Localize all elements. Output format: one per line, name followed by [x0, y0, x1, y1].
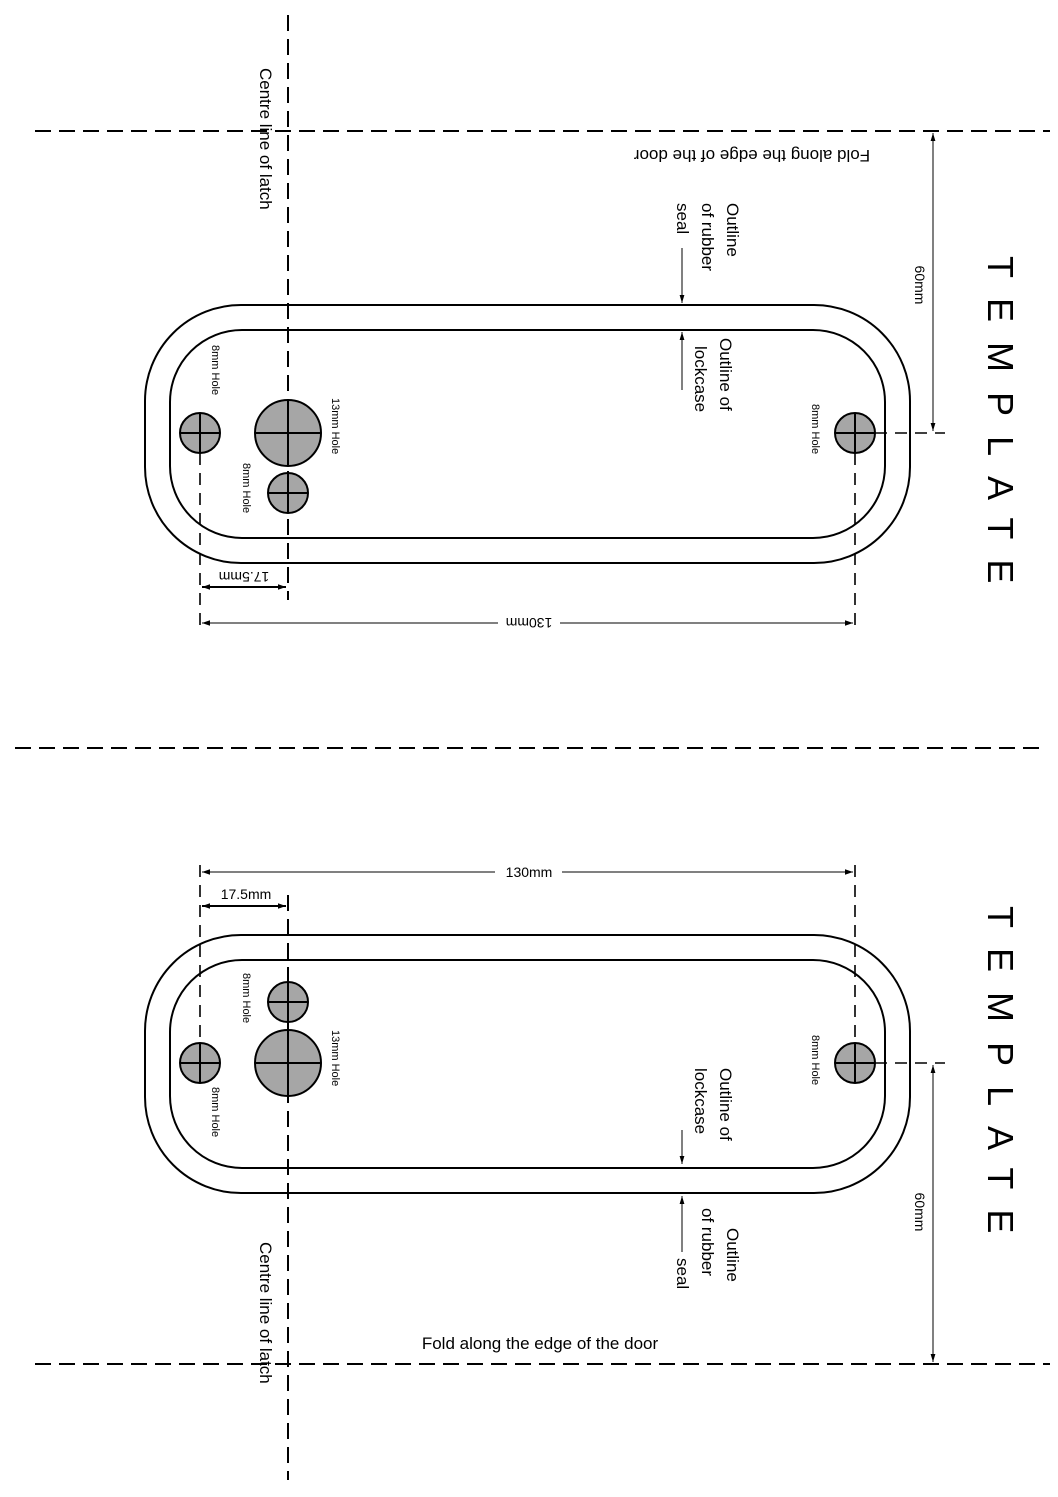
centre-line-label: Centre line of latch — [256, 1242, 275, 1384]
lockcase-outline — [169, 959, 886, 1169]
hole-13mm — [254, 399, 322, 467]
svg-text:Outline: Outline — [723, 203, 742, 257]
hole-label: 8mm Hole — [809, 1035, 821, 1085]
svg-text:Outline of: Outline of — [716, 1068, 735, 1141]
bottom-template: 8mm Hole 13mm Hole 8mm Hole 8mm Hole 130… — [35, 864, 1050, 1480]
hole-label: 8mm Hole — [809, 404, 821, 454]
hole-8mm-right — [834, 1042, 876, 1084]
svg-text:lockcase: lockcase — [691, 346, 710, 412]
hole-13mm — [254, 1029, 322, 1097]
hole-label: 8mm Hole — [240, 463, 252, 513]
svg-text:lockcase: lockcase — [691, 1068, 710, 1134]
hole-8mm-left — [179, 1042, 221, 1084]
rubber-seal-outline — [144, 304, 911, 564]
hole-label: 13mm Hole — [329, 1030, 341, 1086]
top-template: 8mm Hole 13mm Hole 8mm Hole 8mm Hole 17.… — [35, 15, 1050, 631]
template-title: TEMPLATE — [980, 906, 1021, 1253]
template-title: TEMPLATE — [980, 256, 1021, 603]
hole-8mm-left — [179, 412, 221, 454]
backset-dimension-label: 17.5mm — [219, 569, 270, 585]
fold-label: Fold along the edge of the door — [422, 1334, 659, 1353]
hole-label: 8mm Hole — [209, 1087, 221, 1137]
svg-text:seal: seal — [673, 1258, 692, 1289]
hole-label: 8mm Hole — [240, 973, 252, 1023]
centre-line-label: Centre line of latch — [256, 68, 275, 210]
lockcase-outline — [169, 329, 886, 539]
hole-label: 13mm Hole — [329, 398, 341, 454]
hole-label: 8mm Hole — [209, 345, 221, 395]
hole-8mm-centre — [267, 981, 309, 1023]
width-dimension-label: 130mm — [506, 615, 553, 631]
rubber-seal-annotation: Outline of rubber seal — [673, 1196, 742, 1289]
rubber-seal-outline — [144, 934, 911, 1194]
svg-text:of rubber: of rubber — [698, 1208, 717, 1276]
width-dimension-label: 130mm — [506, 864, 553, 880]
lockcase-annotation: Outline of lockcase — [679, 332, 735, 412]
svg-text:of rubber: of rubber — [698, 203, 717, 271]
height-dimension-label: 60mm — [912, 266, 928, 305]
rubber-seal-annotation: Outline of rubber seal — [673, 203, 742, 303]
backset-dimension-label: 17.5mm — [221, 886, 272, 902]
height-dimension-label: 60mm — [912, 1193, 928, 1232]
hole-8mm-centre — [267, 472, 309, 514]
lockcase-annotation: Outline of lockcase — [679, 1068, 735, 1164]
hole-8mm-right — [834, 412, 876, 454]
svg-text:Outline of: Outline of — [716, 338, 735, 411]
svg-text:seal: seal — [673, 203, 692, 234]
svg-text:Outline: Outline — [723, 1228, 742, 1282]
fold-label: Fold along the edge of the door — [634, 146, 871, 165]
